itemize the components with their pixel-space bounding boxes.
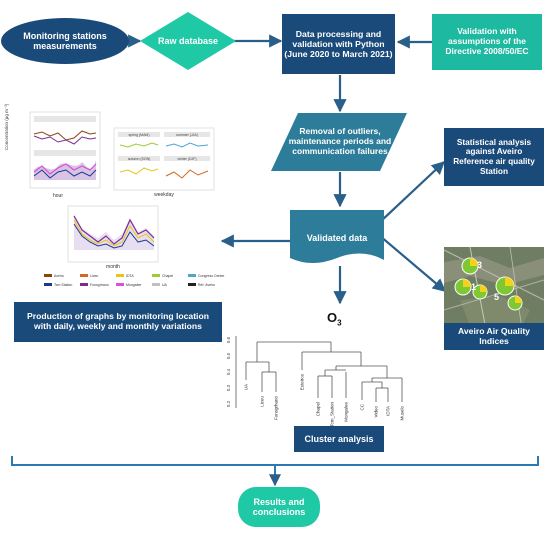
legend-swatch xyxy=(188,274,196,277)
results-conclusions-node xyxy=(238,487,320,527)
dendrogram-leaf-label: Liceu xyxy=(260,396,265,407)
aqi-label: Aveiro Air Quality Indices xyxy=(458,325,530,346)
svg-text:summer (JJA): summer (JJA) xyxy=(176,133,198,137)
legend-entry: Liceu xyxy=(90,274,98,278)
aqi-label-bg xyxy=(444,323,544,350)
legend-entry: Tcm Station xyxy=(54,283,72,287)
dendrogram-leaf-label: CC xyxy=(360,403,365,410)
legend-swatch xyxy=(152,283,160,286)
dendrogram-leaf-label: Mongalee xyxy=(344,402,349,422)
dendrogram-leaf-label: Fonsgrhano xyxy=(274,396,279,421)
legend-swatch xyxy=(188,283,196,286)
dendrogram-tick-label: 0.4 xyxy=(226,368,231,375)
dendrogram-leaf-label: Chapel xyxy=(316,402,321,416)
weekly-variation-thumbnail: spring (MAM) summer (JJA) autumn (SON) w… xyxy=(113,127,215,198)
legend-entry: Congress Center xyxy=(198,274,225,278)
legend-swatch xyxy=(44,274,52,277)
raw-database-label: Raw database xyxy=(157,35,219,46)
legend-entry: Ref. Aveiro xyxy=(198,283,215,287)
monitoring-stations-node xyxy=(1,18,129,64)
legend-swatch xyxy=(116,274,124,277)
dendrogram-leaf-label: UA xyxy=(244,384,249,390)
validated-data-node xyxy=(290,210,384,263)
data-processing-node xyxy=(282,14,395,74)
svg-text:spring (MAM): spring (MAM) xyxy=(128,133,149,137)
legend-swatch xyxy=(152,274,160,277)
connector-arrows xyxy=(128,34,447,305)
directive-validation-label: Validation with assumptions of the Direc… xyxy=(445,26,529,56)
dendrogram-leaf-label: Muselo xyxy=(400,406,405,421)
map-pin-label: 1 xyxy=(471,282,476,292)
legend-swatch xyxy=(80,283,88,286)
dendrogram-tick-label: 0.3 xyxy=(226,384,231,391)
removal-outliers-node xyxy=(271,113,407,171)
directive-validation-node xyxy=(432,14,542,70)
statistical-analysis-node xyxy=(444,128,544,186)
map-pin-label: 5 xyxy=(494,292,499,302)
production-graphs-label: Production of graphs by monitoring locat… xyxy=(27,311,209,331)
validated-data-label: Validated data xyxy=(306,232,368,243)
hourly-variation-thumbnail: hour xyxy=(29,111,101,199)
svg-text:weekday: weekday xyxy=(154,192,174,198)
removal-outliers-label: Removal of outliers, maintenance periods… xyxy=(288,126,392,156)
svg-text:autumn (SON): autumn (SON) xyxy=(128,157,151,161)
legend-entry: Chapel xyxy=(162,274,173,278)
map-pin-label: 3 xyxy=(477,260,482,270)
legend-entry: Aveiro xyxy=(54,274,64,278)
dendrogram-tick-label: 0.6 xyxy=(226,336,231,343)
dendrogram-leaf-label: Esteiros xyxy=(300,373,305,390)
legend-entry: Mongalee xyxy=(126,283,141,287)
production-graphs-node xyxy=(14,302,222,342)
legend-swatch xyxy=(44,283,52,286)
dendrogram-leaf-label: Video xyxy=(374,406,379,418)
dendrogram-leaf-label: IDTA xyxy=(386,406,391,416)
cluster-o3-title: O3 xyxy=(327,310,342,328)
arrow-validated-to-statistical xyxy=(379,161,445,223)
svg-text:hour: hour xyxy=(53,193,63,199)
legend-entry: Fonsgrhano xyxy=(90,283,109,287)
legend-swatch xyxy=(80,274,88,277)
statistical-analysis-label: Statistical analysis against Aveiro Refe… xyxy=(453,136,535,176)
svg-text:month: month xyxy=(106,264,120,270)
legend-entry: UA xyxy=(162,283,168,287)
svg-text:winter (DJF): winter (DJF) xyxy=(177,157,196,161)
aveiro-map: 1 3 5 xyxy=(443,246,545,351)
cluster-analysis-label: Cluster analysis xyxy=(304,433,374,444)
monitoring-stations-label: Monitoring stations measurements xyxy=(23,30,107,51)
dendrogram-tick-label: 0.2 xyxy=(226,400,231,407)
monthly-variation-thumbnail: month xyxy=(67,205,159,270)
raw-database-node xyxy=(140,12,236,70)
dendrogram-leaf-label: Tcm_Station xyxy=(330,402,335,427)
legend-swatch xyxy=(116,283,124,286)
dendrogram-tick-label: 0.5 xyxy=(226,352,231,359)
cluster-dendrogram xyxy=(235,336,403,408)
thumbnail-legend: Aveiro Liceu IDTA Chapel Congress CenterTcm … xyxy=(44,274,225,287)
data-processing-label: Data processing and validation with Pyth… xyxy=(284,29,393,59)
results-conclusions-label: Results and conclusions xyxy=(252,496,306,517)
dendrogram-axis-ticks: 0.6 0.5 0.4 0.3 0.2 xyxy=(226,336,231,407)
arrow-validated-to-aqi xyxy=(379,235,447,292)
cluster-analysis-node xyxy=(294,426,384,452)
legend-entry: IDTA xyxy=(126,274,134,278)
thumbnail-ylabel: Concentration (µg m⁻³) xyxy=(4,103,9,150)
